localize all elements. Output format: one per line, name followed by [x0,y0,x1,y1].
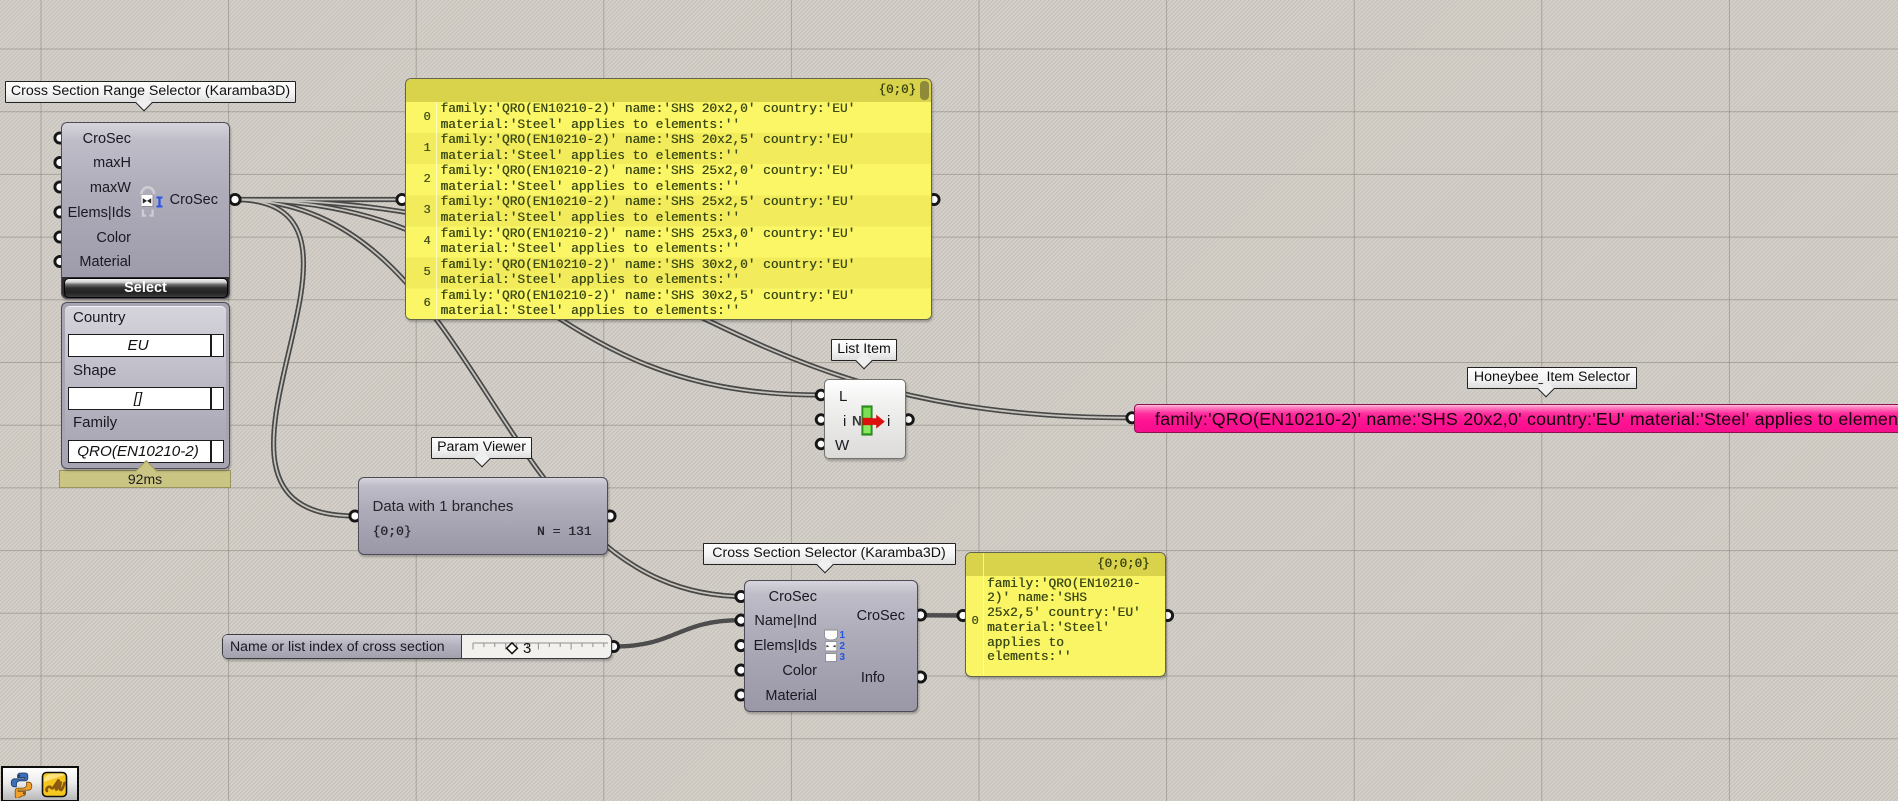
svg-text:1: 1 [840,630,846,641]
svg-text:2: 2 [840,641,846,652]
svg-text:N: N [852,414,862,429]
svg-text:3: 3 [840,652,846,663]
svg-text:3: 3 [523,640,531,657]
